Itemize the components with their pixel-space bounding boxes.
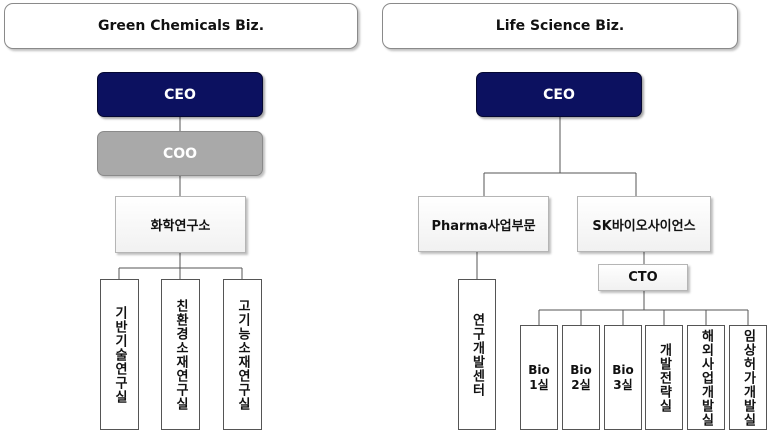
rnd-center-label: 연구개발센터	[469, 312, 485, 397]
bio-unit-label: Bio 2실	[570, 362, 592, 392]
green-lab-box: 기반기술연구실	[100, 279, 139, 430]
bio-unit-box: Bio 1실	[520, 325, 558, 430]
green-lab-label: 고기능소재연구실	[235, 298, 250, 411]
green-coo-box: COO	[97, 131, 263, 176]
green-chemicals-header: Green Chemicals Biz.	[4, 3, 358, 49]
life-science-header: Life Science Biz.	[382, 3, 738, 49]
bio-unit-box: Bio 3실	[604, 325, 642, 430]
office-box: 임상허가개발실	[729, 325, 767, 430]
green-lab-box: 친환경소재연구실	[161, 279, 200, 430]
chemical-institute-box: 화학연구소	[115, 196, 246, 253]
sk-bioscience-box: SK바이오사이언스	[577, 196, 711, 252]
green-ceo-box: CEO	[97, 72, 263, 117]
pharma-division-box: Pharma사업부문	[418, 196, 549, 252]
office-label: 개발전략실	[656, 342, 672, 413]
green-lab-label: 친환경소재연구실	[173, 298, 188, 411]
cto-box: CTO	[598, 264, 688, 291]
bio-unit-box: Bio 2실	[562, 325, 600, 430]
bio-unit-label: Bio 1실	[528, 362, 550, 392]
bio-unit-label: Bio 3실	[612, 362, 634, 392]
green-lab-box: 고기능소재연구실	[223, 279, 262, 430]
office-box: 개발전략실	[645, 325, 683, 430]
office-label: 해외사업개발실	[698, 328, 714, 427]
office-box: 해외사업개발실	[687, 325, 725, 430]
office-label: 임상허가개발실	[740, 328, 756, 427]
green-lab-label: 기반기술연구실	[112, 305, 127, 404]
life-ceo-box: CEO	[476, 72, 642, 117]
rnd-center-box: 연구개발센터	[458, 279, 496, 430]
